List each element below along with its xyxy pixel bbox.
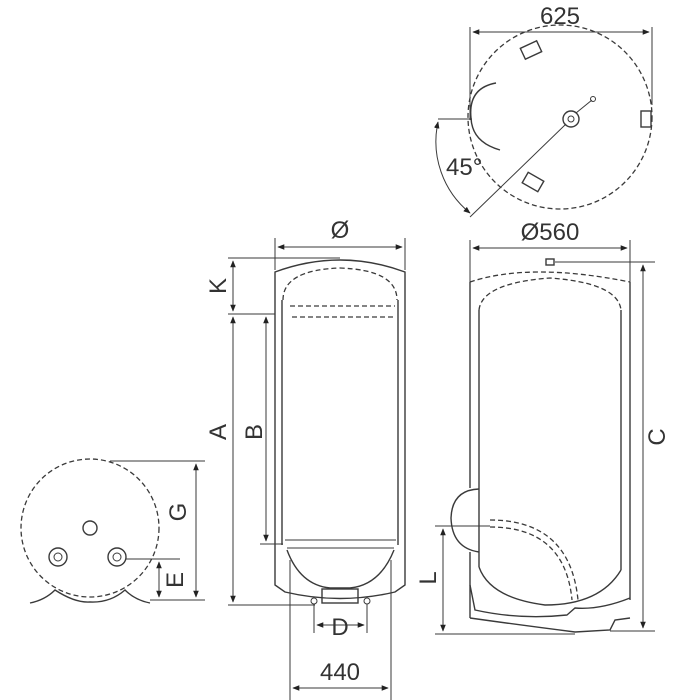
inner-dome-top: [282, 267, 398, 301]
e-label: E: [162, 572, 189, 588]
center-port: [82, 520, 98, 536]
tank-outer-casing: [274, 259, 406, 600]
housing-bulge: [470, 82, 501, 151]
element-housing: [450, 488, 480, 553]
front-view: Ø K A B D 440: [205, 217, 406, 700]
angle-arc: [433, 121, 471, 214]
right-port-outer: [107, 547, 127, 567]
pipe-right: [363, 597, 371, 605]
width-440-label: 440: [320, 659, 360, 686]
fitting-bottom: [521, 171, 545, 193]
d-label: D: [331, 614, 348, 641]
angle-reference-line: [469, 123, 567, 218]
angle-45-label: 45°: [446, 154, 482, 181]
inner-dome-top: [478, 277, 622, 311]
side-view: Ø560 C L: [415, 219, 671, 635]
tank-bottom-circle: [20, 458, 160, 598]
c-label: C: [644, 428, 671, 445]
diameter-560-label: Ø560: [521, 219, 580, 246]
center-flange: [562, 110, 580, 128]
base-upper: [469, 584, 631, 618]
fitting-top: [519, 39, 543, 61]
tank-outline-top: [467, 24, 653, 210]
pipe-left: [310, 597, 318, 605]
bottom-view: G E: [20, 458, 205, 604]
right-port-inner: [112, 552, 122, 562]
bottom-connector: [321, 588, 359, 604]
rod-tip: [590, 96, 596, 102]
a-label: A: [205, 424, 232, 440]
support-feet: [29, 589, 151, 604]
fitting-right: [640, 110, 652, 128]
left-port-inner: [53, 552, 63, 562]
b-label: B: [241, 424, 268, 440]
top-fitting: [545, 258, 555, 266]
inner-dome-bottom: [478, 566, 622, 606]
left-port-outer: [48, 547, 68, 567]
k-label: K: [205, 278, 232, 294]
g-label: G: [165, 503, 192, 522]
heating-element-pipe-1: [489, 519, 579, 601]
top-view: 625 45°: [433, 3, 653, 218]
base-lower: [469, 617, 631, 633]
rod-line: [575, 99, 593, 114]
center-flange-inner: [567, 115, 575, 123]
casing-top: [469, 271, 631, 283]
inner-dome-bottom: [286, 549, 395, 589]
heating-element-pipe-2: [489, 526, 573, 601]
l-label: L: [415, 571, 442, 584]
diameter-label: Ø: [331, 217, 350, 244]
